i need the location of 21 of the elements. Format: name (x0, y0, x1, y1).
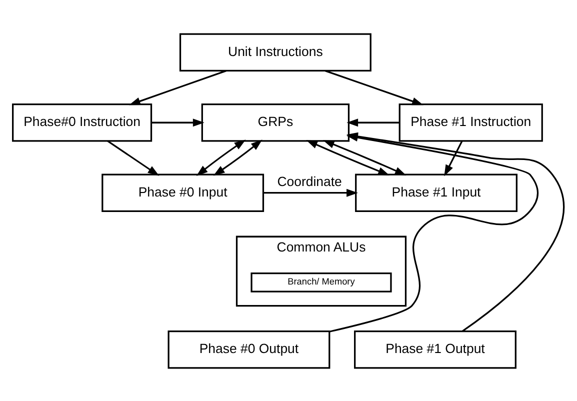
arrow (444, 140, 463, 176)
node-box: Phase #1 Output (354, 330, 516, 368)
node-box: Phase #1 Input (355, 173, 518, 212)
arrow (306, 140, 390, 175)
arrow (213, 139, 262, 176)
arrow (128, 70, 226, 105)
node-box: GRPs (201, 103, 350, 142)
arrow (322, 140, 406, 175)
arrow (196, 139, 246, 176)
node-box: Phase#0 Instruction (12, 103, 152, 142)
node-box: Unit Instructions (179, 32, 372, 72)
edge-label: Coordinate (277, 174, 342, 189)
arrow (263, 188, 358, 196)
node-box: Phase #0 Output (168, 330, 330, 368)
node-box: Branch/ Memory (250, 272, 392, 292)
arrow (346, 118, 400, 126)
arrow (107, 140, 160, 176)
node-box: Phase #0 Input (102, 173, 264, 212)
arrow (152, 118, 204, 126)
arrow (325, 70, 424, 105)
node-box: Phase #1 Instruction (398, 103, 543, 142)
